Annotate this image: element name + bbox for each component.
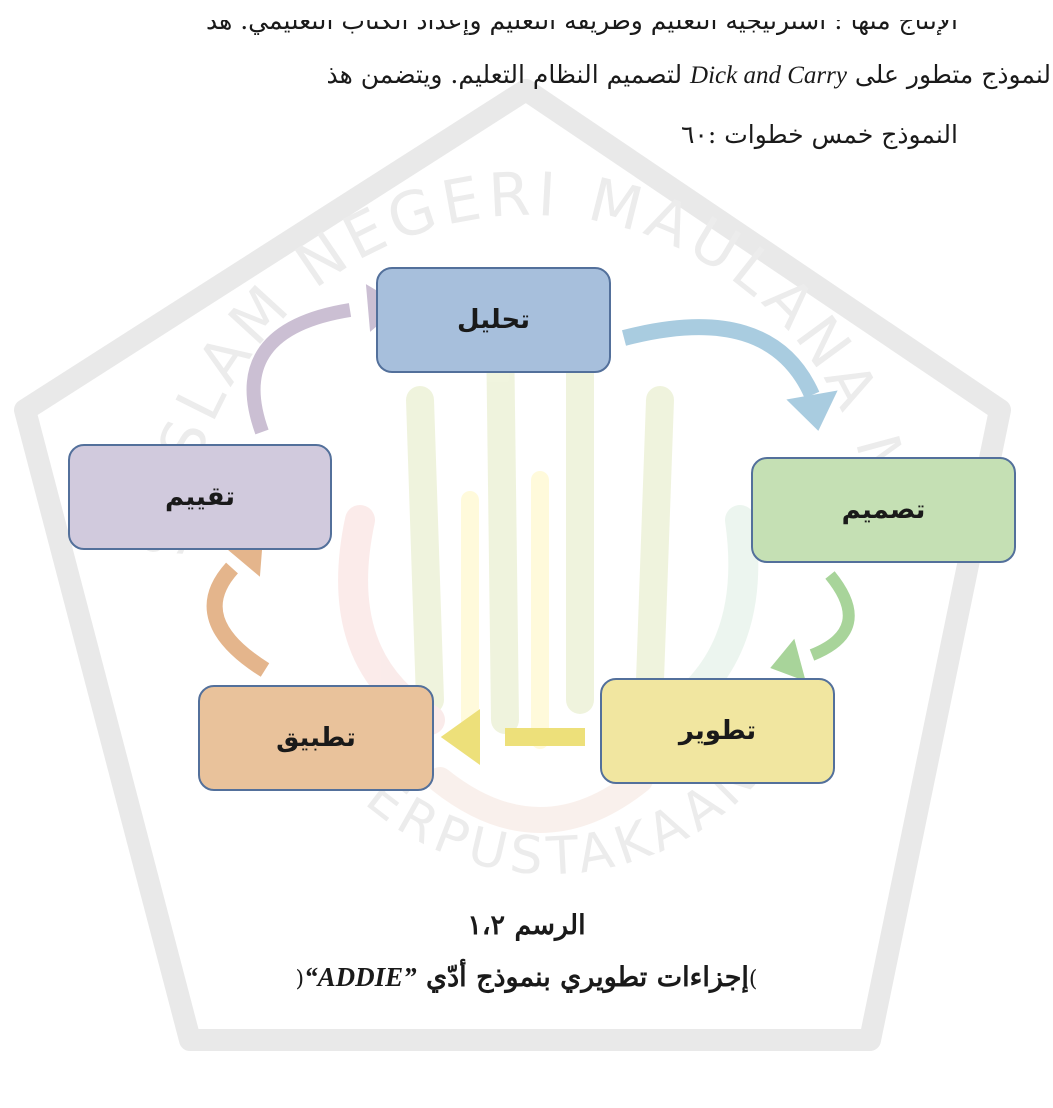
step-label-development: تطوير bbox=[678, 716, 757, 746]
step-box-implementation: تطبيق bbox=[198, 685, 434, 791]
paragraph-line-3: النموذج خمس خطوات :٦٠ bbox=[680, 120, 958, 149]
arrow-implementation-to-evaluation bbox=[206, 562, 270, 677]
paragraph-line-2: النموذج متطور على Dick and Carry لتصميم … bbox=[326, 60, 1053, 89]
paragraph-line-1: الإنتاج منها : استرتيجية التعليم وطريقة … bbox=[205, 6, 958, 35]
figure-title: الرسم ١،٢ bbox=[467, 910, 586, 941]
step-box-design: تصميم bbox=[751, 457, 1016, 563]
step-box-analysis: تحليل bbox=[376, 267, 611, 373]
step-label-design: تصميم bbox=[841, 495, 926, 525]
watermark-shield bbox=[14, 79, 1011, 1051]
step-box-development: تطوير bbox=[600, 678, 835, 784]
addie-label: “ADDIE” bbox=[304, 962, 417, 992]
arrow-analysis-to-design-head bbox=[786, 390, 838, 431]
step-label-analysis: تحليل bbox=[457, 305, 530, 335]
arrow-design-to-development-head bbox=[770, 638, 806, 682]
author-reference: Dick and Carry bbox=[690, 62, 847, 89]
watermark-emblem bbox=[338, 316, 759, 833]
arrow-evaluation-to-analysis bbox=[246, 303, 352, 435]
arrow-analysis-to-design bbox=[621, 319, 820, 399]
figure-caption: )إجزاءات تطويري بنموذج أدّي “ADDIE”( bbox=[295, 962, 758, 993]
arrow-design-to-development bbox=[809, 571, 855, 661]
step-label-evaluation: تقييم bbox=[164, 482, 236, 512]
step-label-implementation: تطبيق bbox=[276, 723, 356, 753]
arrow-development-to-implementation-head bbox=[440, 709, 480, 765]
step-box-evaluation: تقييم bbox=[68, 444, 332, 550]
